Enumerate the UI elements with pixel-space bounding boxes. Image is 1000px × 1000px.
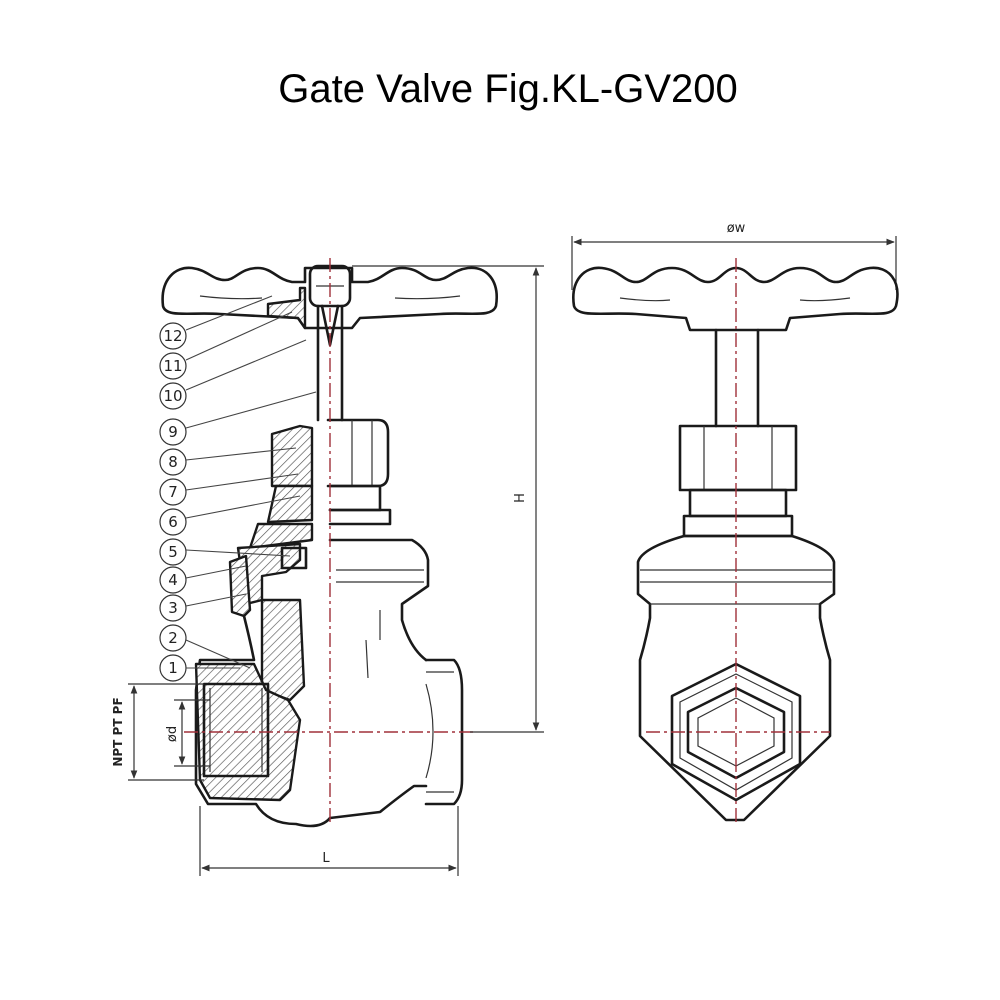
label-text: 12	[163, 327, 182, 345]
handwheel-section	[161, 266, 498, 330]
dimension-h: H	[352, 265, 544, 733]
label-text: 7	[168, 483, 178, 501]
end-hex	[424, 658, 464, 806]
label-text: ød	[165, 726, 180, 742]
callout-6: 6	[159, 495, 301, 536]
label-text: 2	[168, 629, 178, 647]
label-text: øw	[727, 221, 746, 236]
callout-2: 2	[159, 624, 251, 669]
label-text: 1	[168, 659, 178, 677]
callout-5: 5	[159, 538, 291, 566]
hex-port	[670, 662, 802, 802]
label-text: NPT PT PF	[111, 697, 125, 766]
callout-7: 7	[159, 473, 299, 506]
label-text: L	[322, 851, 330, 866]
dimension-bore: ød NPT PT PF	[111, 683, 210, 781]
callout-11: 11	[159, 311, 293, 380]
label-text: 4	[168, 571, 178, 589]
callout-10: 10	[159, 339, 307, 410]
valve-body	[194, 614, 428, 828]
label-text: 10	[163, 387, 182, 405]
bonnet	[328, 538, 430, 662]
bonnet-front	[636, 534, 836, 822]
label-text: 8	[168, 453, 178, 471]
dimension-l: L	[199, 806, 459, 876]
drawing-title: Gate Valve Fig.KL-GV200	[278, 67, 738, 111]
section-view	[161, 258, 498, 828]
disc	[260, 598, 306, 702]
callout-1: 1	[159, 654, 240, 682]
label-text: 3	[168, 599, 178, 617]
callout-8: 8	[159, 447, 297, 476]
handwheel-front	[572, 266, 899, 332]
callouts: 12 11 10 9 8 7 6 5 4 3 2 1	[159, 295, 317, 682]
callout-3: 3	[159, 593, 247, 622]
callout-12: 12	[159, 295, 273, 350]
label-text: H	[513, 493, 528, 503]
label-text: 5	[168, 543, 178, 561]
label-text: 11	[163, 357, 182, 375]
label-text: 9	[168, 423, 178, 441]
front-view: øw	[571, 221, 899, 826]
callout-9: 9	[159, 391, 317, 446]
label-text: 6	[168, 513, 178, 531]
callout-4: 4	[159, 565, 247, 594]
